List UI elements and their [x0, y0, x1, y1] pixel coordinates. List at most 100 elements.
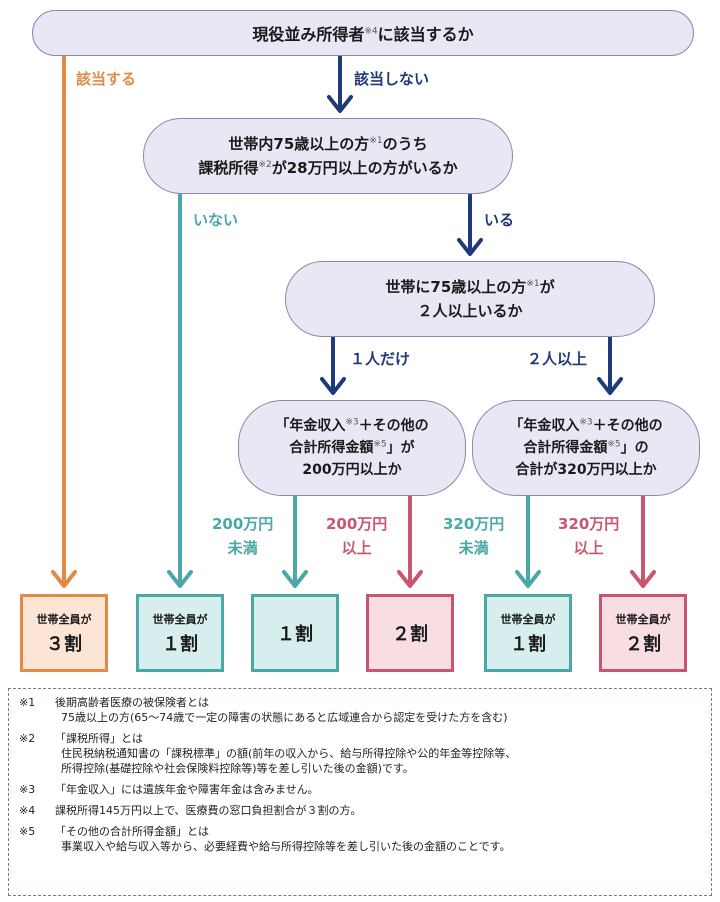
label-ge320-l2: 以上 — [573, 539, 604, 557]
q3-line1-a: 世帯に75歳以上の方 — [385, 278, 527, 296]
q5-line2-a: 合計所得金額 — [523, 440, 608, 456]
label-ge200-l2: 以上 — [341, 539, 372, 557]
result-ratio: １割 — [162, 633, 198, 655]
footnote: ※4 課税所得145万円以上で、医療費の窓口負担割合が３割の方。 — [19, 803, 701, 818]
q4-line3: 200万円以上か — [302, 462, 402, 478]
footnote: ※3 「年金収入」には遺族年金や障害年金は含みません。 — [19, 782, 701, 797]
footnote-text: 後期高齢者医療の被保険者とは 75歳以上の方(65～74歳で一定の障害の状態にあ… — [55, 695, 508, 725]
edge-no2-arrowhead — [167, 570, 193, 588]
q4-line2-a: 合計所得金額 — [289, 440, 374, 456]
result-2wari: ２割 — [366, 594, 454, 672]
result-sub: 世帯全員が — [500, 612, 556, 626]
footnote-line: 所得控除(基礎控除や社会保険料控除等)等を差し引いた後の金額)です。 — [61, 762, 414, 775]
q5-line2-b: 」の — [620, 440, 649, 456]
q4-line1-b: ＋その他の — [358, 418, 429, 434]
q3-line1-b: が — [539, 278, 555, 296]
label-ge200-l1: 200万円 — [326, 515, 388, 533]
q4-line2-mark: ※5 — [373, 439, 387, 450]
q3-line1-mark: ※1 — [526, 279, 540, 289]
footnote-text: 「年金収入」には遺族年金や障害年金は含みません。 — [55, 782, 319, 797]
footnote-line: 「その他の合計所得金額」とは — [55, 825, 209, 838]
footnote-text: 「課税所得」とは 住民税納税通知書の「課税標準」の額(前年の収入から、給与所得控… — [55, 731, 516, 776]
label-yes1: 該当する — [76, 70, 137, 88]
footnote-line: 事業収入や給与収入等から、必要経費や給与所得控除等を差し引いた後の金額のことです… — [61, 840, 511, 853]
label-ge320-l1: 320万円 — [558, 515, 620, 533]
result-ratio: １割 — [510, 633, 546, 655]
footnote-text: 「その他の合計所得金額」とは 事業収入や給与収入等から、必要経費や給与所得控除等… — [55, 824, 511, 854]
result-household-1wari-b: 世帯全員が １割 — [484, 594, 572, 672]
q1-note-mark: ※4 — [364, 26, 378, 37]
footnote-mark: ※5 — [19, 825, 36, 838]
result-ratio: ３割 — [46, 633, 82, 655]
q1-text-before: 現役並み所得者 — [252, 25, 365, 44]
q5-line1-a: 「年金収入 — [509, 418, 580, 434]
footnote: ※5 「その他の合計所得金額」とは 事業収入や給与収入等から、必要経費や給与所得… — [19, 824, 701, 854]
edge-two-arrowhead — [597, 377, 623, 395]
edge-one-arrowhead — [320, 377, 346, 395]
q2-line2-a: 課税所得 — [198, 159, 259, 177]
result-1wari: １割 — [251, 594, 339, 672]
label-lt320: 320万円 未満 — [443, 512, 504, 560]
q4-line2-b: 」が — [386, 440, 415, 456]
footnote-line: 「年金収入」には遺族年金や障害年金は含みません。 — [55, 783, 319, 796]
result-ratio: ２割 — [392, 624, 428, 645]
label-no1: 該当しない — [354, 70, 430, 88]
q5-line2-mark: ※5 — [607, 439, 621, 450]
footnote-mark: ※3 — [19, 783, 36, 796]
q4-line1-a: 「年金収入 — [275, 418, 346, 434]
label-lt200-l1: 200万円 — [212, 515, 274, 533]
label-lt320-l1: 320万円 — [443, 515, 505, 533]
question-income-200: 「年金収入※3＋その他の 合計所得金額※5」が 200万円以上か — [238, 400, 466, 496]
label-ge200: 200万円 以上 — [326, 512, 387, 560]
footnote-line: 「課税所得」とは — [55, 732, 143, 745]
question-income-320: 「年金収入※3＋その他の 合計所得金額※5」の 合計が320万円以上か — [472, 400, 700, 496]
q2-line2-mark: ※2 — [258, 160, 272, 170]
q1-text-after: に該当するか — [377, 25, 474, 44]
q2-line1-before: 世帯内75歳以上の方 — [228, 135, 370, 153]
result-sub: 世帯全員が — [152, 612, 208, 626]
question-current-income: 現役並み所得者※4に該当するか — [32, 10, 694, 56]
footnote-mark: ※2 — [19, 732, 36, 745]
label-yes2: いる — [484, 211, 515, 229]
result-sub: 世帯全員が — [36, 612, 92, 626]
label-no2: いない — [193, 211, 239, 229]
edge-ge320-arrowhead — [630, 570, 656, 588]
q2-line1-after: のうち — [382, 135, 428, 153]
footnotes-box: ※1 後期高齢者医療の被保険者とは 75歳以上の方(65～74歳で一定の障害の状… — [8, 688, 712, 896]
result-household-2wari: 世帯全員が ２割 — [599, 594, 687, 672]
label-ge320: 320万円 以上 — [558, 512, 619, 560]
label-lt200-l2: 未満 — [227, 539, 258, 557]
footnote-mark: ※4 — [19, 804, 36, 817]
edge-ge200-arrowhead — [397, 570, 423, 588]
label-two: ２人以上 — [527, 350, 588, 368]
edge-yes2-arrowhead — [457, 238, 483, 256]
footnote: ※2 「課税所得」とは 住民税納税通知書の「課税標準」の額(前年の収入から、給与… — [19, 731, 701, 776]
footnote-line: 後期高齢者医療の被保険者とは — [55, 696, 209, 709]
edge-lt320-arrowhead — [515, 570, 541, 588]
footnote-mark: ※1 — [19, 696, 36, 709]
label-lt320-l2: 未満 — [458, 539, 489, 557]
result-household-1wari: 世帯全員が １割 — [136, 594, 224, 672]
footnote-text: 課税所得145万円以上で、医療費の窓口負担割合が３割の方。 — [55, 803, 362, 818]
q5-line3: 合計が320万円以上か — [515, 462, 657, 478]
footnote-line: 75歳以上の方(65～74歳で一定の障害の状態にあると広域連合から認定を受けた方… — [61, 711, 508, 724]
edge-no1-arrowhead — [327, 95, 353, 113]
question-household-count: 世帯に75歳以上の方※1が ２人以上いるか — [285, 261, 655, 337]
edge-yes1-arrowhead — [51, 570, 77, 588]
q4-line1-mark: ※3 — [345, 417, 359, 428]
result-sub: 世帯全員が — [615, 612, 671, 626]
q2-line1-mark: ※1 — [369, 136, 383, 146]
footnote-line: 住民税納税通知書の「課税標準」の額(前年の収入から、給与所得控除や公的年金等控除… — [61, 747, 517, 760]
q2-line2-b: が28万円以上の方がいるか — [271, 159, 458, 177]
footnote: ※1 後期高齢者医療の被保険者とは 75歳以上の方(65～74歳で一定の障害の状… — [19, 695, 701, 725]
question-taxable-income: 世帯内75歳以上の方※1のうち 課税所得※2が28万円以上の方がいるか — [143, 118, 513, 194]
edge-lt200-arrowhead — [282, 570, 308, 588]
result-ratio: ２割 — [625, 633, 661, 655]
footnote-line: 課税所得145万円以上で、医療費の窓口負担割合が３割の方。 — [55, 804, 362, 817]
q5-line1-mark: ※3 — [579, 417, 593, 428]
label-one: １人だけ — [350, 350, 411, 368]
label-lt200: 200万円 未満 — [212, 512, 273, 560]
result-household-3wari: 世帯全員が ３割 — [20, 594, 108, 672]
result-ratio: １割 — [277, 624, 313, 645]
